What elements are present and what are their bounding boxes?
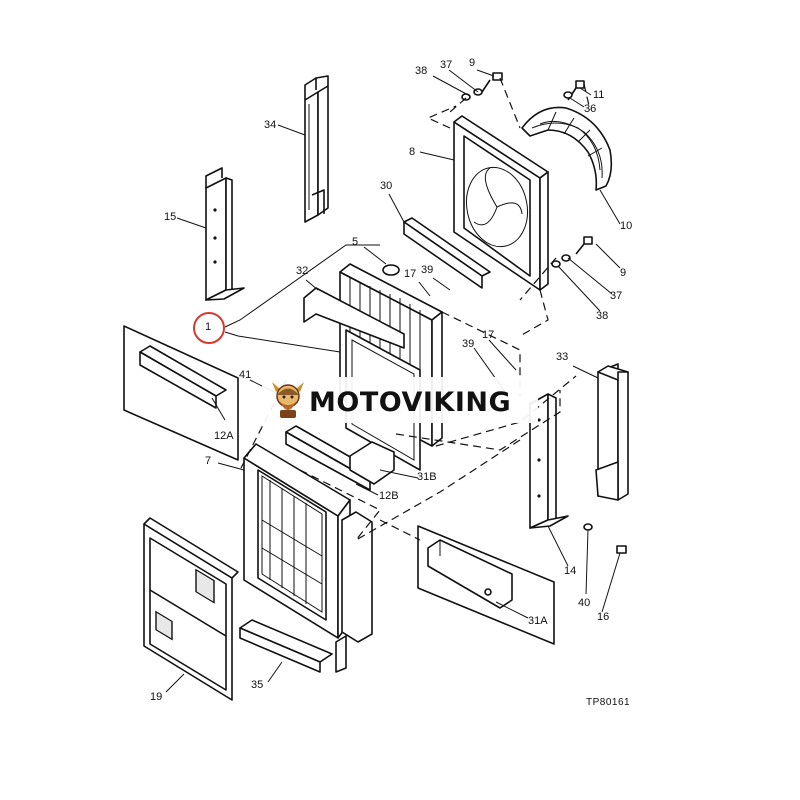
- part-8-fan-shroud: [453, 115, 549, 291]
- part-12a-box: [123, 325, 239, 461]
- part-19-screen: [143, 517, 239, 701]
- part-31a-box: [417, 525, 555, 645]
- label-9-right: 9: [620, 267, 627, 279]
- label-32: 32: [296, 265, 309, 277]
- label-39-top: 39: [421, 264, 434, 276]
- watermark-band: [262, 377, 538, 423]
- label-41: 41: [239, 369, 252, 381]
- label-40: 40: [578, 597, 591, 609]
- label-34: 34: [264, 119, 277, 131]
- part-32-radiator-core: [303, 263, 443, 471]
- part-31b-12b-brackets: [285, 425, 395, 491]
- label-14: 14: [564, 565, 577, 577]
- label-10: 10: [620, 220, 633, 232]
- label-19: 19: [150, 691, 163, 703]
- label-7: 7: [205, 455, 212, 467]
- label-31b: 31B: [417, 471, 437, 483]
- drawing-code: TP80161: [586, 697, 631, 708]
- label-17-top: 17: [404, 268, 417, 280]
- label-15: 15: [164, 211, 177, 223]
- label-8: 8: [409, 146, 416, 158]
- label-38-top: 38: [415, 65, 428, 77]
- label-37-right: 37: [610, 290, 623, 302]
- watermark-text: MOTOVIKING: [309, 387, 512, 418]
- part-34-bracket: [304, 75, 329, 223]
- viking-mascot-icon: [272, 382, 304, 418]
- highlight-circle: [193, 312, 225, 344]
- label-37-top: 37: [440, 59, 453, 71]
- label-1: 1: [205, 321, 212, 333]
- label-38-right: 38: [596, 310, 609, 322]
- leader-lines: [165, 69, 621, 693]
- label-36: 36: [584, 103, 597, 115]
- label-31a: 31A: [528, 615, 548, 627]
- part-15-bracket: [205, 167, 245, 301]
- part-35-bar: [239, 619, 333, 673]
- label-12b: 12B: [379, 490, 399, 502]
- label-33: 33: [556, 351, 569, 363]
- label-12a: 12A: [214, 430, 234, 442]
- part-33-block: [595, 363, 629, 501]
- label-9-top: 9: [469, 57, 476, 69]
- label-16: 16: [597, 611, 610, 623]
- label-35: 35: [251, 679, 264, 691]
- label-5: 5: [352, 236, 359, 248]
- label-17-mid: 17: [482, 329, 495, 341]
- label-11: 11: [593, 89, 605, 101]
- label-30: 30: [380, 180, 393, 192]
- label-39-mid: 39: [462, 338, 475, 350]
- part-30-bar: [403, 217, 491, 289]
- part-7-radiator: [243, 443, 373, 673]
- part-10-fan-guard: [521, 106, 613, 191]
